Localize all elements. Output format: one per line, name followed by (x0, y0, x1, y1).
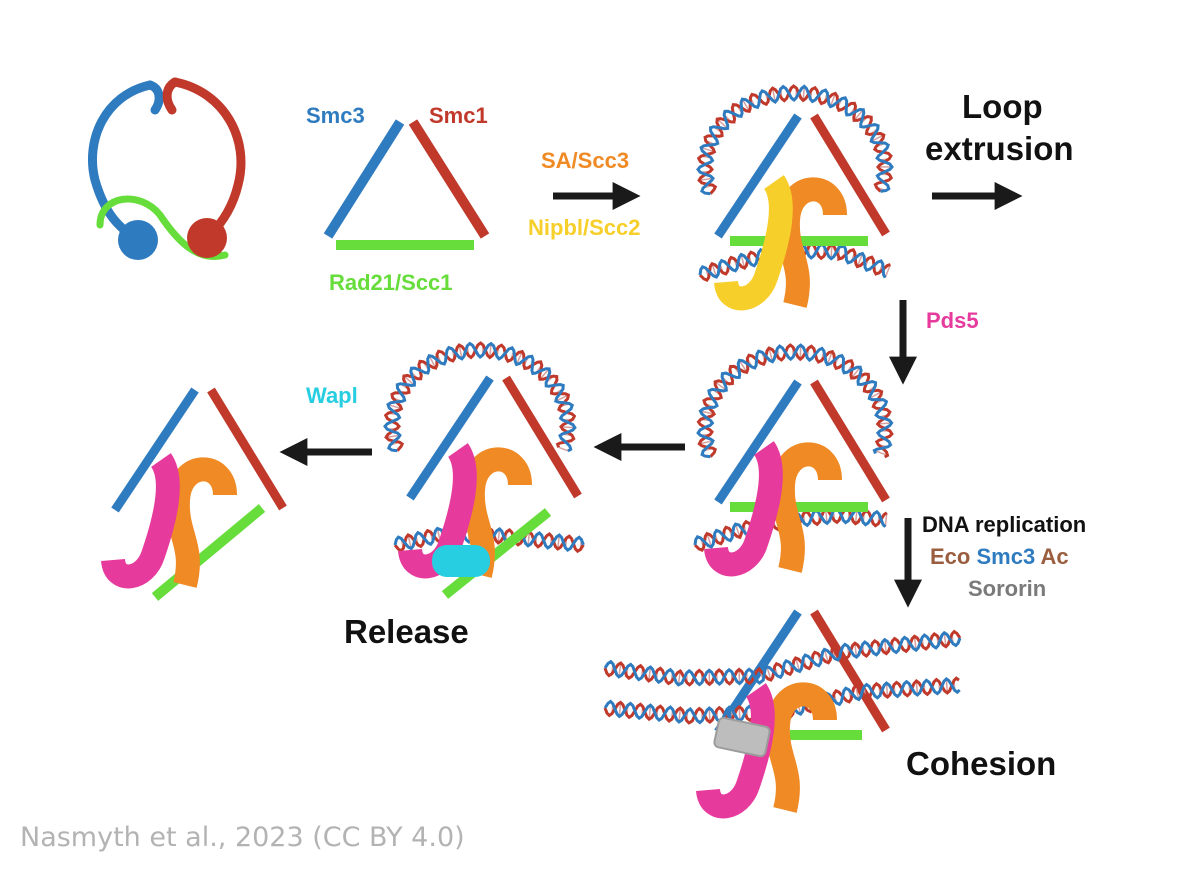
label-wapl: Wapl (306, 383, 358, 409)
label-dna-replication: DNA replication (922, 512, 1086, 538)
smc-arms (718, 116, 886, 236)
smc3-arm (328, 122, 400, 236)
label-ac: Ac (1041, 544, 1069, 569)
label-pds5: Pds5 (926, 308, 979, 334)
dna-loop (698, 345, 892, 457)
image-credit: Nasmyth et al., 2023 (CC BY 4.0) (20, 822, 465, 853)
smc1-head-domain (187, 218, 227, 258)
smc3-head-domain (118, 220, 158, 260)
cohesin-ring-cartoon (92, 82, 240, 260)
complex-loop-extrusion (698, 86, 892, 305)
label-loop: Loop (962, 88, 1043, 126)
label-smc3: Smc3 (306, 103, 365, 129)
smc-arms (115, 390, 283, 510)
arrows (292, 196, 1010, 595)
label-smc3-ac: Smc3 (976, 544, 1035, 569)
wapl-subunit (432, 545, 490, 577)
smc1-arm (413, 122, 485, 236)
label-smc1: Smc1 (429, 103, 488, 129)
label-sororin: Sororin (968, 576, 1046, 602)
label-eco-smc3-ac: Eco Smc3 Ac (930, 544, 1069, 570)
complex-pds5-bound (695, 345, 892, 570)
complex-released (113, 390, 283, 597)
label-rad21: Rad21/Scc1 (329, 270, 453, 296)
sa-subunit (178, 469, 225, 585)
label-eco: Eco (930, 544, 970, 569)
label-extrusion: extrusion (925, 130, 1074, 168)
smc-arms (410, 378, 578, 498)
cohesin-triangle-schematic (328, 122, 485, 245)
complex-release (385, 343, 583, 595)
smc-arms (718, 382, 886, 502)
dna-loop (698, 86, 892, 194)
label-release: Release (344, 613, 469, 651)
label-cohesion: Cohesion (906, 745, 1056, 783)
label-sa-scc3: SA/Scc3 (541, 148, 629, 174)
label-nipbl: Nipbl/Scc2 (528, 215, 640, 241)
